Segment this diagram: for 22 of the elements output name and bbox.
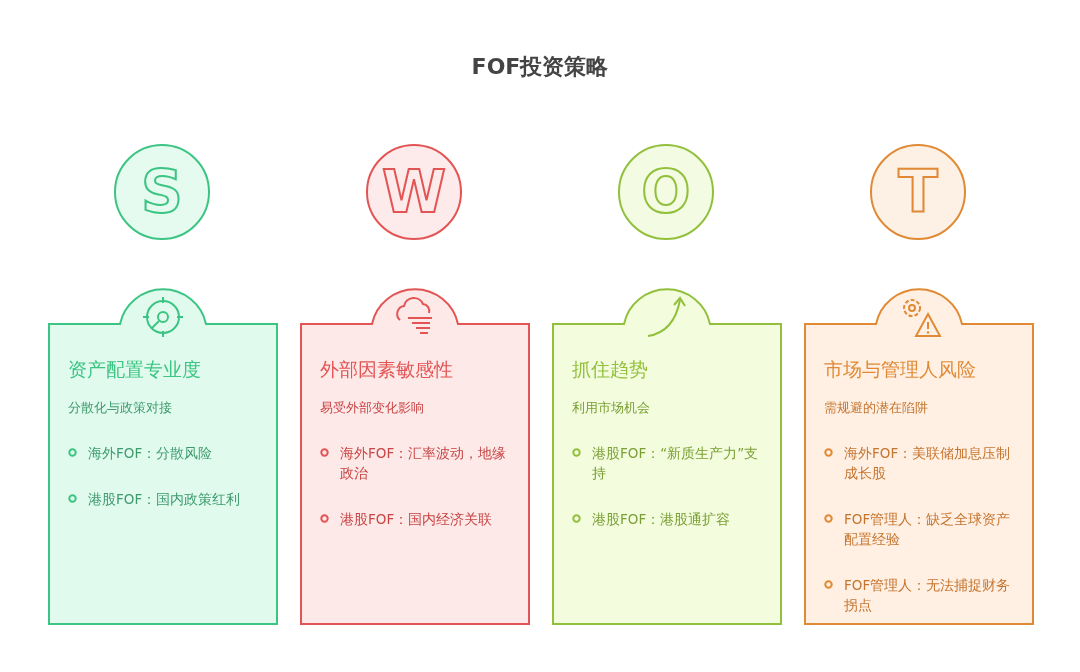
card-subtitle: 分散化与政策对接	[68, 399, 172, 417]
bullet-text: 港股FOF：国内经济关联	[340, 510, 493, 529]
bullet-text: 海外FOF：汇率波动，地缘政治	[340, 444, 508, 483]
card-heading: 市场与管理人风险	[824, 357, 976, 382]
card-heading: 抓住趋势	[572, 357, 648, 382]
bullet-text: 港股FOF：国内政策红利	[88, 490, 241, 509]
swot-letter: T	[898, 163, 938, 221]
swot-letter: W	[382, 163, 446, 221]
card-heading: 外部因素敏感性	[320, 357, 453, 382]
bullet-text: 海外FOF：美联储加息压制成长股	[844, 444, 1012, 483]
swot-letter: O	[641, 163, 691, 221]
bullet-text: FOF管理人：无法捕捉财务拐点	[844, 576, 1012, 615]
diagram-title: FOF投资策略	[470, 53, 610, 81]
card-subtitle: 易受外部变化影响	[320, 399, 424, 417]
bullet-text: 海外FOF：分散风险	[88, 444, 213, 463]
bullet-text: 港股FOF：“新质生产力”支持	[592, 444, 760, 483]
card-subtitle: 利用市场机会	[572, 399, 650, 417]
bullet-text: FOF管理人：缺乏全球资产配置经验	[844, 510, 1012, 549]
swot-letter: S	[141, 163, 183, 221]
bullet-text: 港股FOF：港股通扩容	[592, 510, 731, 529]
card-subtitle: 需规避的潜在陷阱	[824, 399, 928, 417]
card-heading: 资产配置专业度	[68, 357, 201, 382]
